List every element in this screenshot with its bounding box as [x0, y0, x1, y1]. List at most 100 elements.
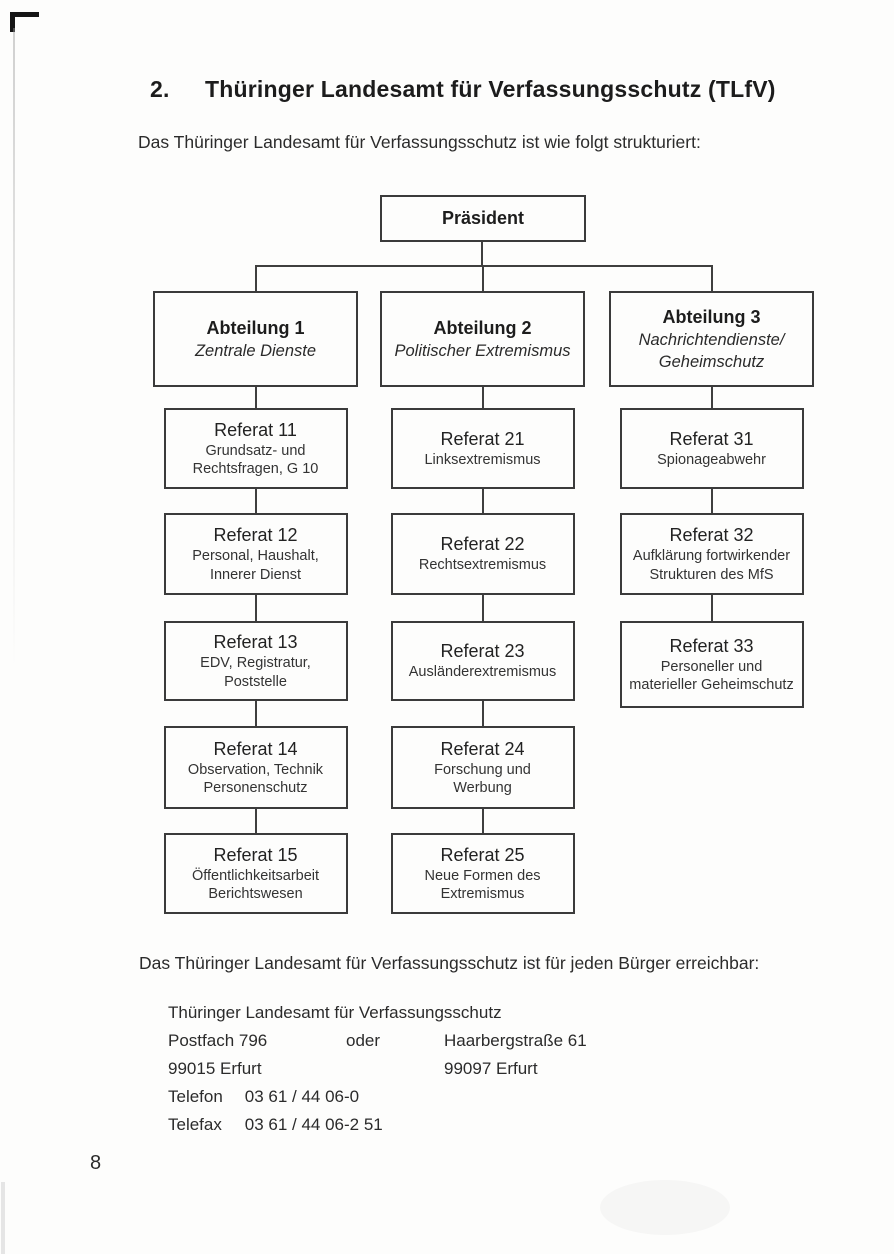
- org-node-referat-22-sub-1: Rechtsextremismus: [418, 557, 547, 574]
- org-node-referat-33-sub-1: Personeller und: [660, 658, 763, 675]
- org-node-abteilung-1-title: Abteilung 1: [206, 317, 305, 338]
- connector-unit-stub: [481, 809, 484, 833]
- org-node-abteilung-1-sub-1: Zentrale Dienste: [194, 341, 317, 360]
- org-node-referat-13: Referat 13 EDV, Registratur, Poststelle: [163, 621, 348, 701]
- contact-street-city: 99097 Erfurt: [444, 1059, 538, 1078]
- org-node-referat-14-title: Referat 14: [213, 738, 298, 759]
- org-node-referat-11-sub-2: Rechtsfragen, G 10: [192, 461, 319, 477]
- org-node-referat-12-sub-1: Personal, Haushalt,: [192, 548, 319, 564]
- crop-corner-mark: [10, 12, 39, 32]
- page-edge-shadow: [13, 28, 15, 668]
- connector-unit-stub: [254, 387, 257, 408]
- contact-spacer: [346, 1055, 444, 1083]
- contact-pobox-city: 99015 Erfurt: [168, 1059, 262, 1078]
- section-number: 2.: [150, 76, 170, 102]
- org-node-referat-23-title: Referat 23: [440, 641, 525, 662]
- org-node-abteilung-3: Abteilung 3 Nachrichtendienste/Geheimschu…: [609, 291, 814, 387]
- section-title: Thüringer Landesamt für Verfassungsschut…: [205, 76, 776, 102]
- org-node-referat-11-sub-1: Grundsatz- und: [205, 442, 306, 459]
- org-node-abteilung-2: Abteilung 2 Politischer Extremismus: [380, 291, 585, 387]
- org-node-referat-24-title: Referat 24: [440, 738, 525, 759]
- org-node-referat-31-sub-1: Spionageabwehr: [657, 451, 766, 468]
- org-node-referat-21-title: Referat 21: [440, 428, 525, 449]
- connector-dept-stub-1: [254, 265, 257, 291]
- org-node-referat-22: Referat 22 Rechtsextremismus: [390, 513, 575, 595]
- fax-number: 03 61 / 44 06-2 51: [244, 1115, 383, 1134]
- org-node-referat-13-sub-1: EDV, Registratur,: [200, 655, 311, 671]
- org-node-referat-31-title: Referat 31: [669, 428, 754, 449]
- org-node-referat-15-title: Referat 15: [213, 844, 298, 865]
- page-edge-artifact: [1, 1182, 5, 1254]
- page-title: 2. Thüringer Landesamt für Verfassungssc…: [150, 76, 776, 103]
- org-node-referat-32-title: Referat 32: [669, 525, 754, 545]
- connector-unit-stub: [481, 701, 484, 726]
- fax-label: Telefax: [168, 1115, 222, 1134]
- phone-number: 03 61 / 44 06-0: [244, 1087, 360, 1106]
- intro-text: Das Thüringer Landesamt für Verfassungss…: [138, 132, 701, 152]
- org-node-referat-12: Referat 12 Personal, Haushalt, Innerer Die…: [163, 513, 348, 595]
- connector-unit-stub: [481, 489, 484, 513]
- contact-or: oder: [346, 1031, 381, 1050]
- org-node-referat-31: Referat 31 Spionageabwehr: [619, 408, 804, 489]
- connector-horizontal: [254, 265, 713, 267]
- org-node-referat-32-sub-2: Strukturen des MfS: [649, 566, 774, 583]
- org-node-referat-24-sub-2: Werbung: [453, 780, 512, 796]
- org-node-referat-21-sub-1: Linksextremismus: [424, 451, 541, 468]
- contact-street: Haarbergstraße 61: [444, 1031, 587, 1050]
- connector-dept-stub-2: [481, 265, 484, 291]
- org-node-abteilung-2-title: Abteilung 2: [433, 317, 532, 338]
- org-node-abteilung-2-sub-1: Politischer Extremismus: [394, 341, 571, 360]
- connector-unit-stub: [481, 387, 484, 408]
- org-node-referat-33-sub-2: materieller Geheimschutz: [629, 677, 794, 693]
- org-node-referat-12-title: Referat 12: [213, 525, 298, 545]
- connector-unit-stub: [710, 595, 713, 621]
- phone-label: Telefon: [168, 1087, 223, 1106]
- connector-unit-stub: [254, 595, 257, 621]
- org-node-abteilung-3-sub-1: Nachrichtendienste/: [638, 330, 785, 349]
- connector-unit-stub: [254, 809, 257, 833]
- org-node-referat-25-sub-2: Extremismus: [440, 886, 525, 902]
- contact-block: Thüringer Landesamt für Verfassungsschut…: [168, 999, 587, 1139]
- org-node-referat-23-sub-1: Ausländerextremismus: [408, 664, 557, 681]
- org-node-referat-13-sub-2: Poststelle: [224, 673, 287, 690]
- contact-fax-line: Telefax 03 61 / 44 06-2 51: [168, 1111, 587, 1139]
- org-node-referat-14-sub-1: Observation, Technik: [187, 761, 324, 778]
- outro-text: Das Thüringer Landesamt für Verfassungss…: [139, 953, 760, 973]
- org-node-referat-13-title: Referat 13: [213, 632, 298, 652]
- org-node-referat-21: Referat 21 Linksextremismus: [390, 408, 575, 489]
- org-node-referat-15-sub-1: Öffentlichkeitsarbeit: [191, 867, 320, 884]
- org-node-praesident-title: Präsident: [441, 208, 525, 228]
- contact-phone-line: Telefon 03 61 / 44 06-0: [168, 1083, 587, 1111]
- connector-unit-stub: [710, 489, 713, 513]
- org-node-referat-22-title: Referat 22: [440, 534, 525, 555]
- org-node-abteilung-3-sub-2: Geheimschutz: [658, 352, 765, 371]
- org-node-referat-32-sub-1: Aufklärung fortwirkender: [632, 548, 791, 564]
- org-node-referat-23: Referat 23 Ausländerextremismus: [390, 621, 575, 701]
- org-node-referat-25-title: Referat 25: [440, 844, 525, 865]
- org-node-abteilung-3-title: Abteilung 3: [662, 306, 761, 327]
- page-number: 8: [90, 1152, 102, 1174]
- org-node-referat-24-sub-1: Forschung und: [434, 761, 531, 778]
- connector-unit-stub: [254, 489, 257, 513]
- org-node-abteilung-1: Abteilung 1 Zentrale Dienste: [153, 291, 358, 387]
- org-node-referat-15-sub-2: Berichtswesen: [208, 886, 303, 902]
- org-node-referat-12-sub-2: Innerer Dienst: [209, 566, 302, 583]
- contact-name: Thüringer Landesamt für Verfassungsschut…: [168, 1003, 502, 1022]
- connector-unit-stub: [710, 387, 713, 408]
- contact-pobox: Postfach 796: [168, 1031, 268, 1050]
- connector-unit-stub: [254, 701, 257, 726]
- org-node-referat-25-sub-1: Neue Formen des: [424, 867, 541, 884]
- contact-address-grid: Postfach 796 oder Haarbergstraße 61 9901…: [168, 1027, 587, 1083]
- org-node-praesident: Präsident: [380, 195, 586, 242]
- org-node-referat-33-title: Referat 33: [669, 635, 754, 656]
- connector-president-stub: [481, 242, 483, 265]
- org-node-referat-33: Referat 33 Personeller und materieller Geh…: [619, 621, 804, 708]
